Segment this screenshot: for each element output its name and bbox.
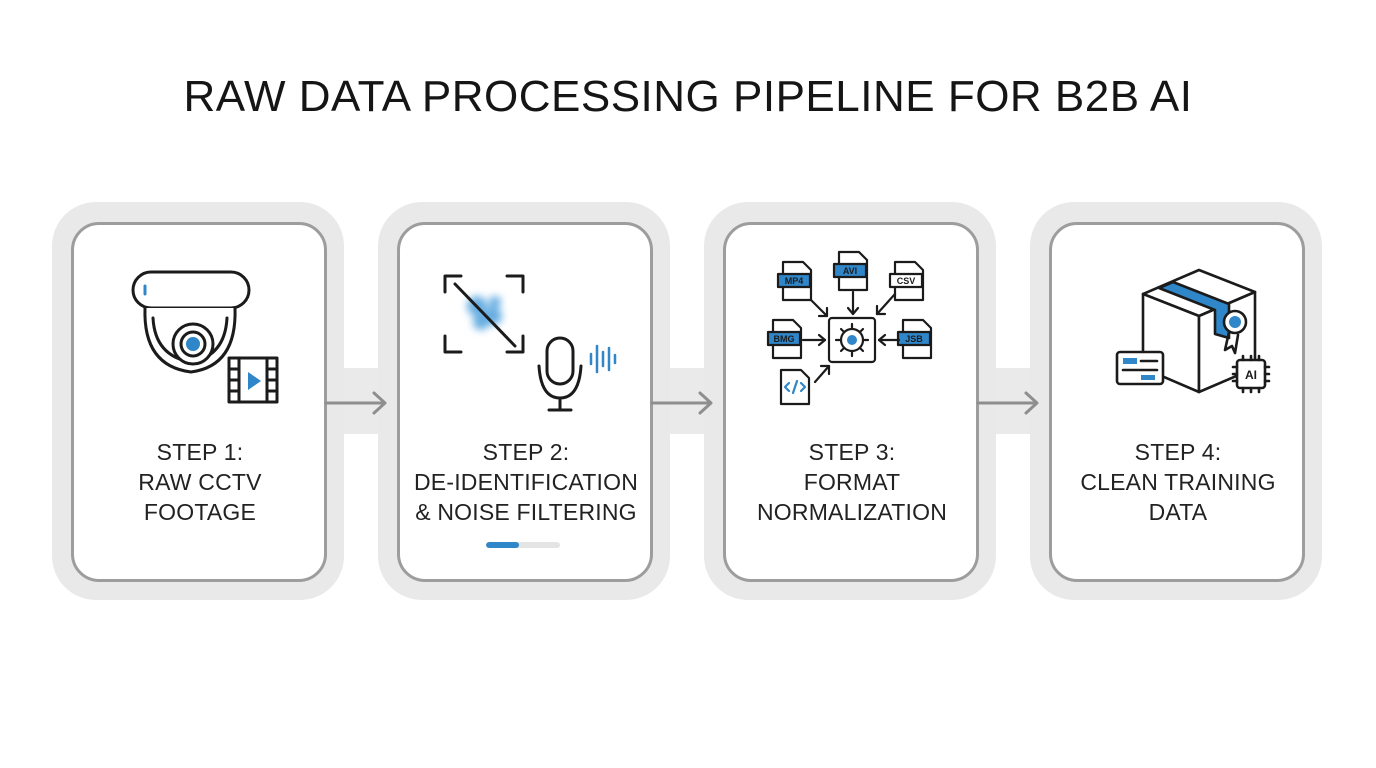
- step-card: [397, 222, 653, 582]
- arrow-right-icon: [976, 391, 1039, 415]
- format-conversion-icon: MP4 AVI CSV BMG JSB: [766, 250, 933, 406]
- packaged-dataset-icon: AI: [1115, 268, 1271, 394]
- step-1: STEP 1: RAW CCTV FOOTAGE: [52, 202, 344, 600]
- file-type-jsb: JSB: [905, 334, 923, 344]
- progress-fill: [486, 542, 520, 548]
- processing-progress-bar: [486, 542, 560, 548]
- step-4-label: STEP 4: CLEAN TRAINING DATA: [1080, 439, 1276, 525]
- file-type-mp4: MP4: [785, 276, 804, 286]
- step-1-label: STEP 1: RAW CCTV FOOTAGE: [138, 439, 262, 525]
- arrow-right-icon: [650, 391, 713, 415]
- step-2-label: STEP 2: DE-IDENTIFICATION & NOISE FILTER…: [413, 439, 639, 525]
- file-type-avi: AVI: [843, 266, 857, 276]
- step-3: MP4 AVI CSV BMG JSB STEP 3: FORMAT NORMA…: [704, 202, 996, 600]
- arrow-right-icon: [324, 391, 387, 415]
- connector-band: [344, 368, 384, 434]
- file-type-csv: CSV: [897, 276, 916, 286]
- cctv-camera-icon: [131, 270, 279, 404]
- file-type-bmg: BMG: [774, 334, 795, 344]
- blur-microphone-icon: [443, 274, 617, 412]
- diagram-title: RAW DATA PROCESSING PIPELINE FOR B2B AI: [183, 72, 1193, 121]
- step-3-label: STEP 3: FORMAT NORMALIZATION: [756, 439, 947, 525]
- step-4: AI STEP 4: CLEAN TRAINING DATA: [1030, 202, 1322, 600]
- step-2: STEP 2: DE-IDENTIFICATION & NOISE FILTER…: [378, 202, 670, 600]
- ai-chip-label: AI: [1245, 368, 1257, 382]
- connector-band: [996, 368, 1036, 434]
- connector-band: [670, 368, 710, 434]
